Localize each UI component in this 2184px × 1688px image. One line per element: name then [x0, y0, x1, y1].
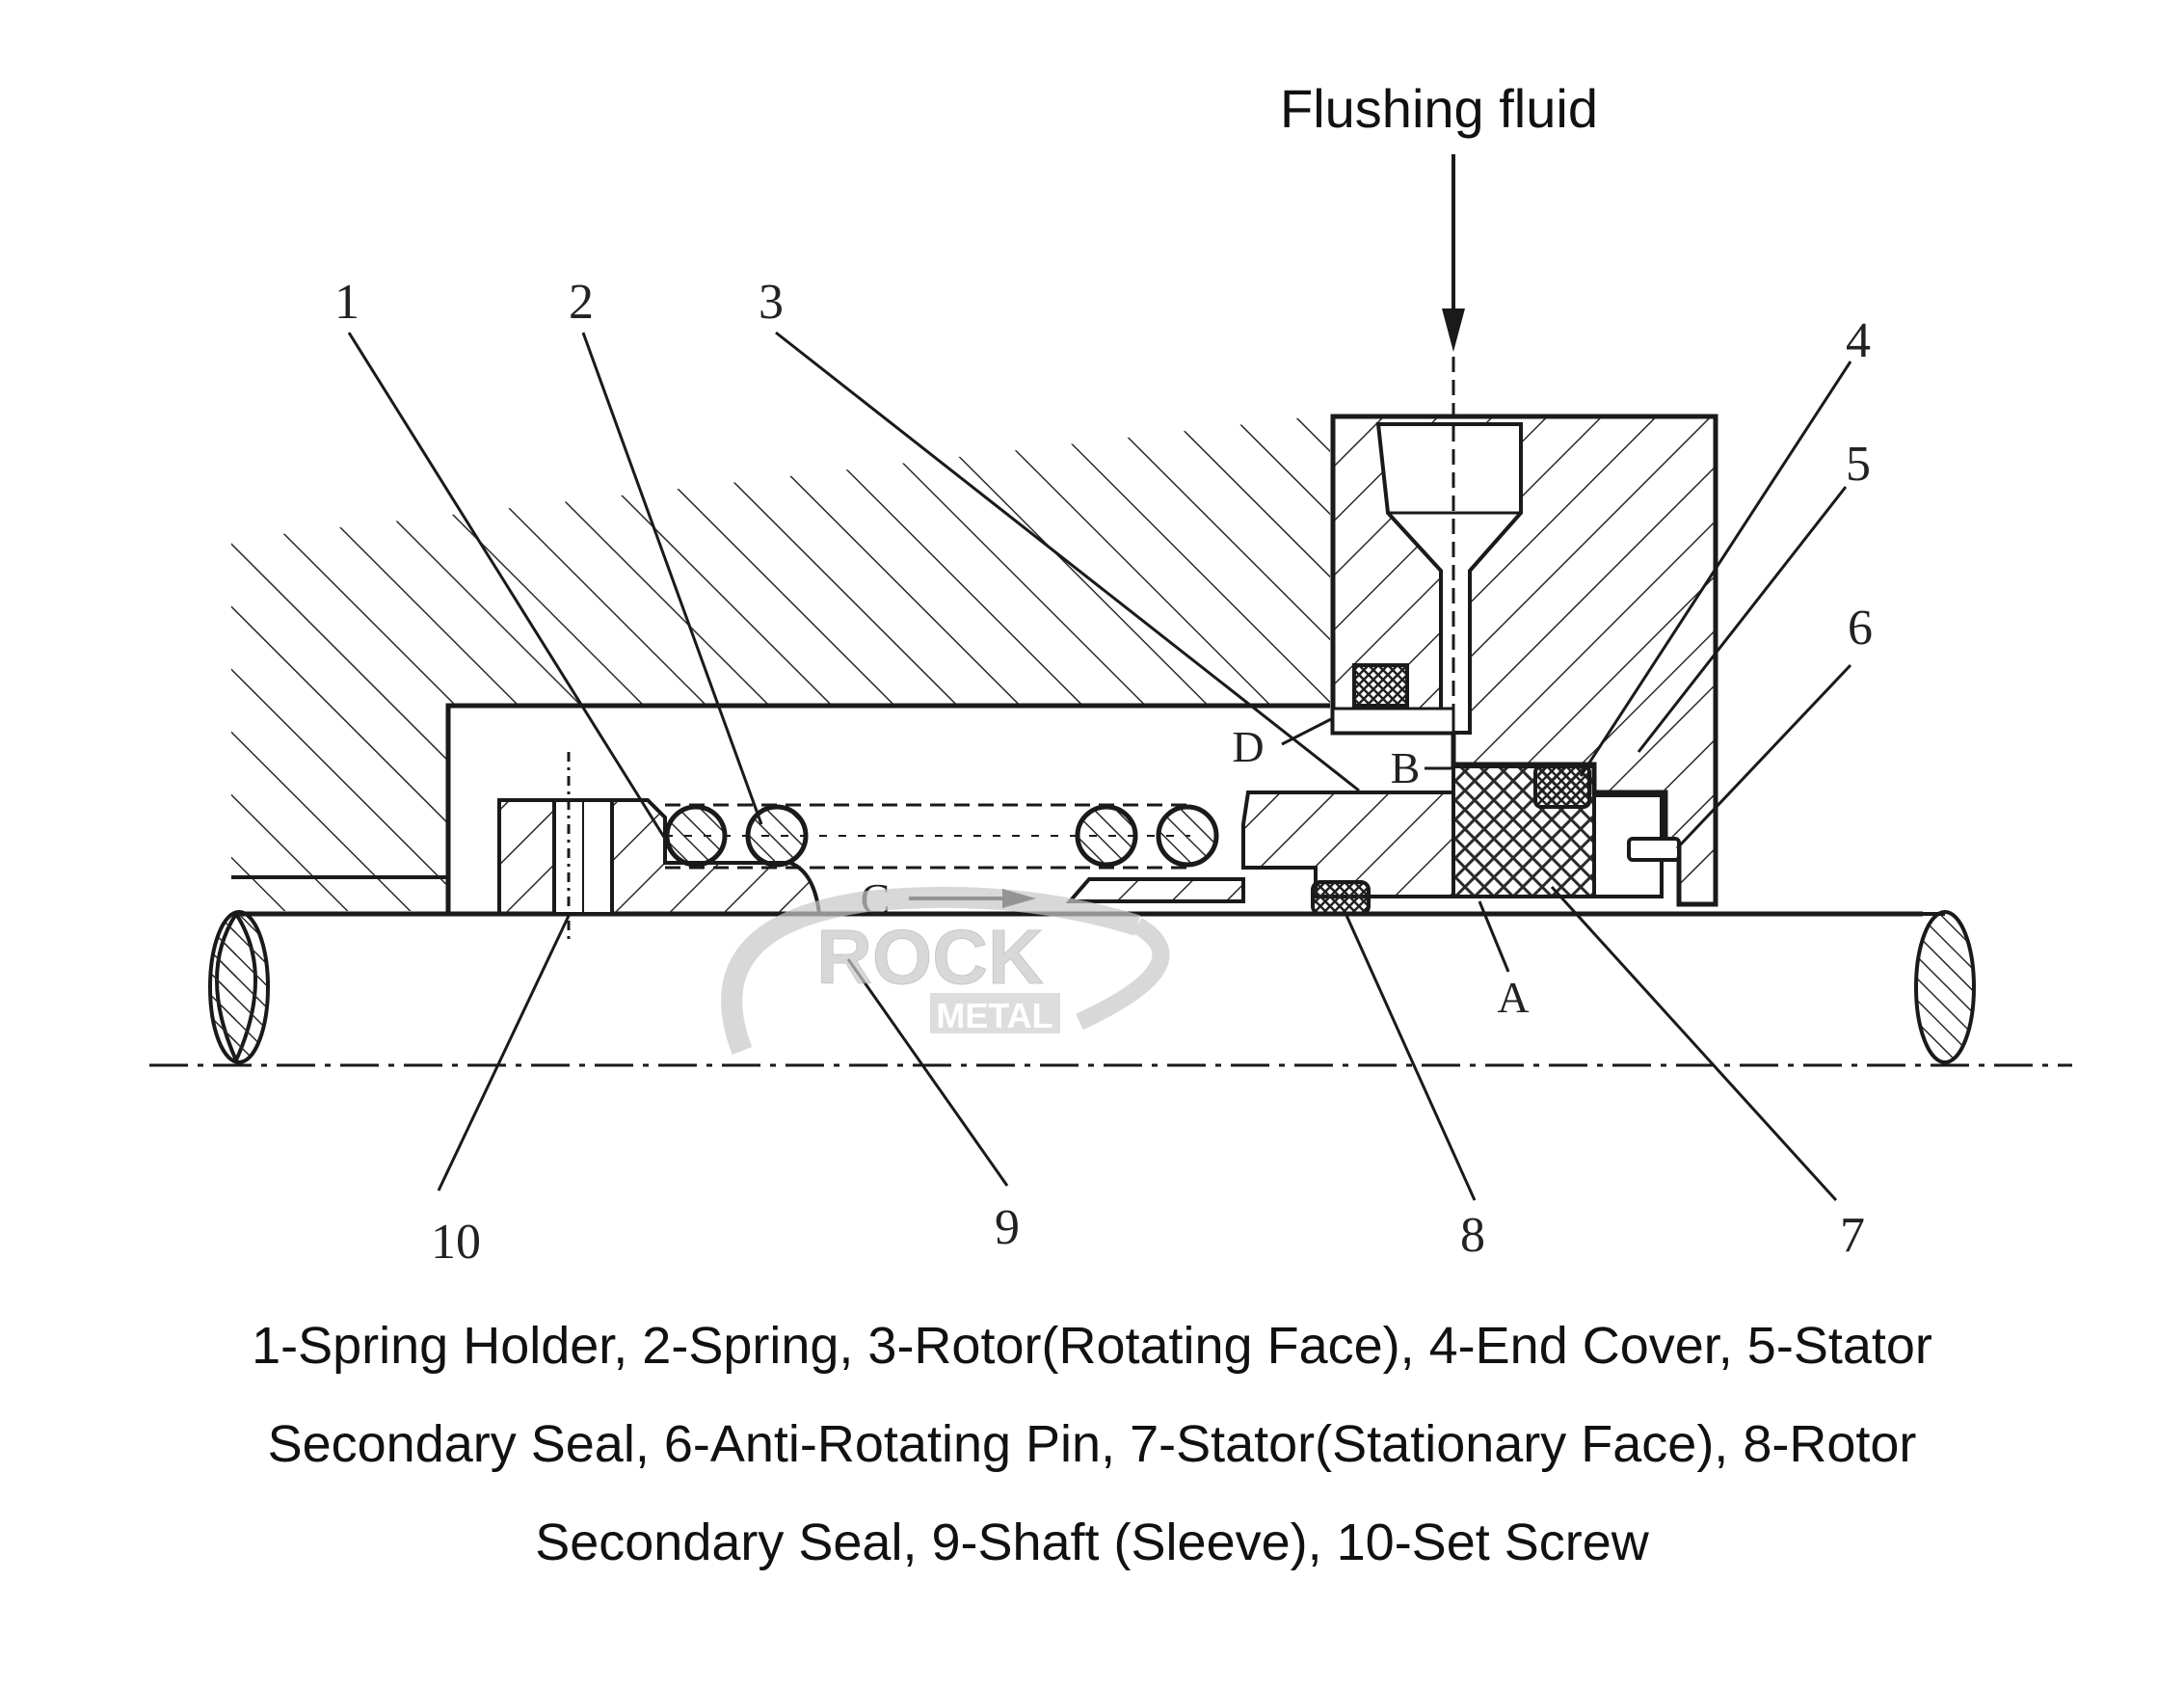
watermark-logo: ROCK METAL	[721, 886, 1170, 1055]
shaft	[208, 910, 1976, 1064]
label-b: B	[1391, 743, 1421, 792]
caption-line-3: Secondary Seal, 9-Shaft (Sleeve), 10-Set…	[535, 1514, 1649, 1571]
stator-secondary-seal	[1533, 764, 1591, 809]
end-cover	[1330, 414, 1718, 907]
callout-4: 4	[1846, 313, 1871, 368]
callout-7: 7	[1840, 1208, 1865, 1263]
rotor-secondary-seal	[1311, 880, 1371, 916]
rotor	[1065, 790, 1455, 903]
label-d-leader	[1281, 716, 1334, 746]
label-d: D	[1232, 722, 1264, 771]
set-screw	[552, 752, 614, 940]
callout-10: 10	[431, 1215, 481, 1270]
callout-leaders	[347, 331, 1852, 1202]
flushing-arrow	[1442, 154, 1465, 713]
callout-1: 1	[334, 275, 360, 330]
callout-6: 6	[1848, 601, 1873, 656]
callout-2: 2	[569, 275, 594, 330]
legend-caption: 1-Spring Holder, 2-Spring, 3-Rotor(Rotat…	[58, 1297, 2126, 1592]
watermark-word-2: METAL	[936, 996, 1052, 1035]
springs	[664, 803, 1219, 870]
caption-line-2: Secondary Seal, 6-Anti-Rotating Pin, 7-S…	[267, 1415, 1917, 1473]
anti-rotating-pin	[1627, 837, 1681, 862]
callout-9: 9	[995, 1200, 1020, 1255]
caption-line-1: 1-Spring Holder, 2-Spring, 3-Rotor(Rotat…	[252, 1317, 1932, 1375]
flushing-fluid-label: Flushing fluid	[1280, 78, 1598, 139]
watermark-word-1: ROCK	[816, 914, 1044, 1000]
callout-8: 8	[1460, 1208, 1485, 1263]
label-a-leader	[1478, 900, 1510, 973]
callout-5: 5	[1846, 437, 1871, 492]
label-a: A	[1497, 973, 1529, 1022]
callout-3: 3	[759, 275, 784, 330]
